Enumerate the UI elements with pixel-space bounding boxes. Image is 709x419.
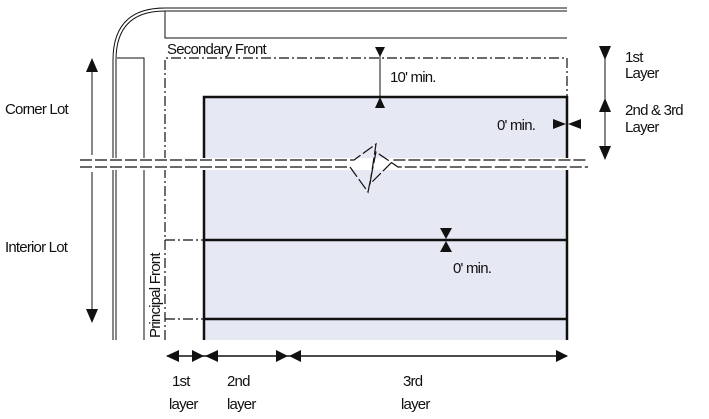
arrow-down-icon [440,228,452,239]
right-layer-1-label-2: Layer [625,65,659,82]
arrow-up-icon [86,58,98,72]
ten-min-label: 10' min. [390,69,436,86]
arrow-left-icon [205,350,218,362]
arrow-up-icon [599,98,611,112]
bottom-layer-1-label-2: layer [169,396,198,413]
sidewalk-left [117,57,145,340]
arrow-down-icon [599,146,611,160]
right-layer-23-label: 2nd & 3rd [625,102,683,119]
arrow-up-icon [375,97,385,108]
sidewalk-top [164,11,567,39]
arrow-right-icon [276,350,288,362]
building-outline [202,95,569,340]
arrow-up-icon [440,241,452,252]
break-line-top [80,142,588,186]
arrow-down-icon [375,47,385,57]
zero-min-side-label: 0' min. [497,117,535,134]
street-curb-inner [115,10,567,340]
building-area [204,97,567,340]
arrow-left-icon [568,119,581,129]
layer-line-left-1 [165,239,204,320]
bottom-layer-3-label-2: layer [401,396,430,413]
zero-min-center-label: 0' min. [453,260,491,277]
right-layer-23-label-2: Layer [625,119,659,136]
arrow-left-icon [289,350,301,362]
arrow-right-icon [192,350,204,362]
bottom-layer-2-label: 2nd [227,373,250,390]
bottom-layer-3-label: 3rd [403,373,423,390]
property-line [164,57,568,340]
arrow-left-icon [166,350,179,362]
interior-lot-label: Interior Lot [5,239,69,256]
bottom-layer-2-label-2: layer [227,396,256,413]
corner-lot-label: Corner Lot [5,101,70,118]
arrow-right-icon [553,119,566,129]
principal-front-label: Principal Front [147,252,164,338]
street-curb-outer [112,7,567,340]
bottom-layer-1-label: 1st [172,373,191,390]
arrow-down-icon [86,309,98,323]
arrow-down-icon [599,46,611,60]
arrow-right-icon [556,350,568,362]
secondary-front-label: Secondary Front [167,41,268,58]
right-layer-1-label: 1st [625,49,644,66]
break-line-bottom [80,150,588,194]
break-mask [78,158,588,170]
